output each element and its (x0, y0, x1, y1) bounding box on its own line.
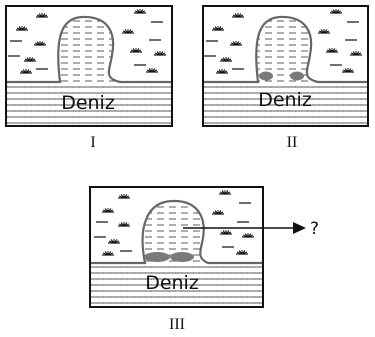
panel-numeral: III (169, 316, 185, 333)
sediment-bar (170, 252, 194, 262)
panel-i: Deniz I (5, 5, 173, 151)
coastline (6, 15, 172, 84)
panel-iii: ? Deniz III (89, 186, 319, 333)
sediment-deposit (259, 71, 273, 81)
sea-label: Deniz (258, 89, 312, 111)
sediment-deposit (290, 71, 304, 81)
bay-water (58, 16, 120, 83)
question-mark: ? (310, 219, 319, 239)
lagoon-water (142, 200, 208, 263)
panel-numeral: I (90, 134, 95, 151)
coastline (90, 199, 263, 265)
panel-ii: Deniz II (202, 5, 369, 151)
coastline (203, 15, 368, 84)
sea-label: Deniz (145, 272, 199, 294)
arrow-head (293, 222, 306, 234)
sea-label: Deniz (61, 92, 115, 114)
bay-water (256, 16, 318, 83)
sediment-bar (144, 252, 170, 262)
panel-numeral: II (287, 134, 298, 151)
